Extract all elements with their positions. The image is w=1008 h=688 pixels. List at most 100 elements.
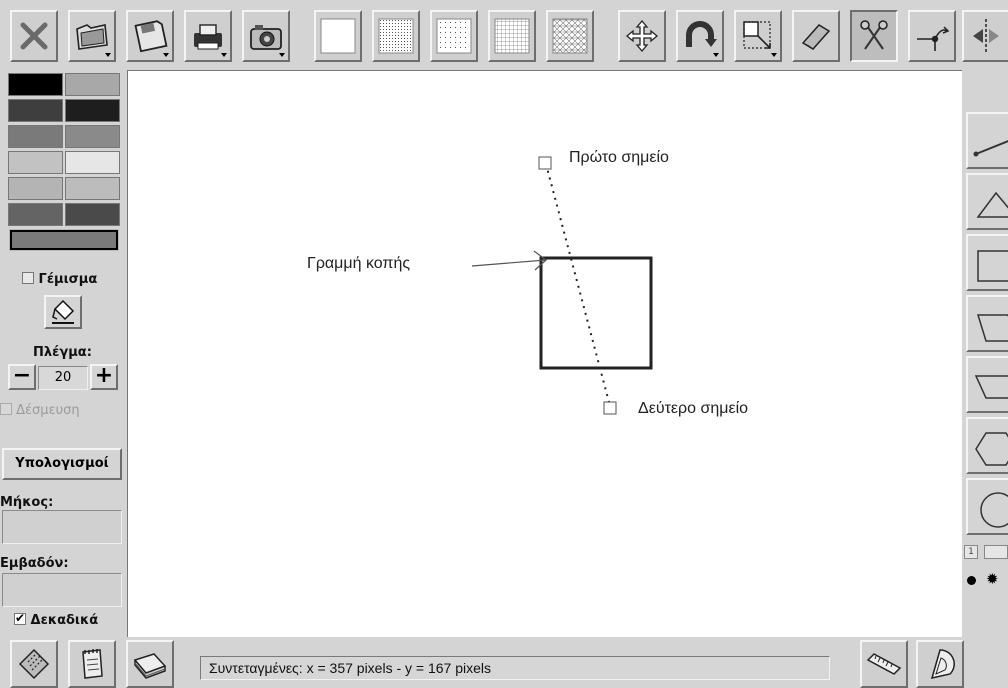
color-swatch[interactable] <box>65 203 120 226</box>
grid-label: Πλέγμα: <box>33 345 92 360</box>
trapezoid-tool[interactable] <box>966 356 1008 413</box>
close-button[interactable] <box>10 10 58 62</box>
dot-grid-sparse-icon <box>436 18 472 54</box>
move-tool-button[interactable] <box>618 10 666 62</box>
print-button[interactable] <box>184 10 232 62</box>
snap-checkbox[interactable] <box>0 403 12 415</box>
color-swatch[interactable] <box>8 151 63 174</box>
left-panel: Γέμισμα Πλέγμα: − 20 + Δέσμευση Υπολογισ… <box>0 70 124 688</box>
camera-icon <box>250 25 282 50</box>
point-tool-button[interactable] <box>908 10 956 62</box>
background-square-grid-button[interactable] <box>488 10 536 62</box>
ruler-button[interactable] <box>860 640 908 688</box>
grid-decrease-button[interactable]: − <box>8 364 36 390</box>
floppy-icon <box>134 20 168 53</box>
fill-checkbox[interactable] <box>22 272 34 284</box>
eraser-icon <box>801 24 831 50</box>
paint-bucket-icon <box>52 299 75 324</box>
square-icon <box>977 250 1008 282</box>
square-shape[interactable] <box>539 256 653 370</box>
trapezoid-icon <box>974 375 1008 399</box>
minus-icon: − <box>12 363 32 388</box>
area-output <box>2 573 122 607</box>
color-swatch[interactable] <box>8 177 63 200</box>
sun-marker-icon[interactable]: ✹ <box>986 570 999 588</box>
fill-label: Γέμισμα <box>38 272 98 287</box>
scissors-icon <box>860 20 888 50</box>
folder-icon <box>76 24 108 50</box>
printer-icon <box>194 24 222 50</box>
numbering-toggle[interactable]: 1 <box>964 545 978 559</box>
length-label: Μήκος: <box>0 495 54 510</box>
hexagon-tool[interactable] <box>966 417 1008 474</box>
triangle-tool[interactable] <box>966 173 1008 230</box>
protractor-icon <box>930 649 955 680</box>
calculator-icon <box>18 648 50 680</box>
triangle-icon <box>976 191 1008 218</box>
color-swatch[interactable] <box>8 99 63 122</box>
parallelogram-icon <box>976 314 1008 342</box>
background-dots-dense-button[interactable] <box>372 10 420 62</box>
second-point-handle[interactable] <box>603 401 617 415</box>
background-triangle-grid-button[interactable] <box>546 10 594 62</box>
color-swatch[interactable] <box>65 177 120 200</box>
grid-increase-button[interactable]: + <box>90 364 118 390</box>
dot-marker-icon[interactable] <box>967 576 976 585</box>
color-swatch[interactable] <box>8 203 63 226</box>
notes-button[interactable] <box>68 640 116 688</box>
line-segment-tool[interactable] <box>966 112 1008 169</box>
cut-line-label: Γραμμή κοπής <box>307 255 411 272</box>
decimals-label: Δεκαδικά <box>30 613 99 628</box>
angle-toggle[interactable] <box>984 545 1008 559</box>
square-tool[interactable] <box>966 234 1008 291</box>
snap-toggle[interactable]: Δέσμευση <box>0 403 80 418</box>
triangle-grid-icon <box>552 18 588 54</box>
color-swatch[interactable] <box>65 99 120 122</box>
fill-toggle[interactable]: Γέμισμα <box>22 272 97 287</box>
color-swatch[interactable] <box>8 125 63 148</box>
scissors-tool-button[interactable] <box>850 10 898 62</box>
book-button[interactable] <box>126 640 174 688</box>
reflect-tool-button[interactable] <box>962 10 1008 62</box>
rotate-icon <box>686 21 717 47</box>
bottom-bar: Συντεταγμένες: x = 357 pixels - y = 167 … <box>0 637 1008 688</box>
protractor-button[interactable] <box>916 640 964 688</box>
coordinates-status: Συντεταγμένες: x = 357 pixels - y = 167 … <box>200 656 830 680</box>
color-swatch[interactable] <box>65 73 120 96</box>
fill-bucket-button[interactable] <box>44 295 82 329</box>
first-point-handle[interactable] <box>538 156 552 170</box>
drawing-canvas[interactable]: Πρώτο σημείο Δεύτερο σημείο Γραμμή κοπής <box>127 70 962 637</box>
dot-grid-dense-icon <box>378 18 414 54</box>
square-grid-icon <box>494 18 530 54</box>
color-swatch[interactable] <box>65 151 120 174</box>
rotate-tool-button[interactable] <box>676 10 724 62</box>
decimals-checkbox[interactable] <box>14 611 26 625</box>
ruler-icon <box>866 653 902 675</box>
background-blank-button[interactable] <box>314 10 362 62</box>
blank-page-icon <box>320 18 356 54</box>
background-dots-sparse-button[interactable] <box>430 10 478 62</box>
main-toolbar <box>0 0 1008 70</box>
calculator-button[interactable] <box>10 640 58 688</box>
small-options: 1 ✹ <box>962 542 1008 598</box>
close-icon <box>20 22 48 50</box>
calculations-button[interactable]: Υπολογισμοί <box>2 448 122 480</box>
decimals-toggle[interactable]: Δεκαδικά <box>14 611 99 628</box>
book-icon <box>133 653 167 679</box>
resize-icon <box>743 21 771 49</box>
resize-tool-button[interactable] <box>734 10 782 62</box>
parallelogram-tool[interactable] <box>966 295 1008 352</box>
color-swatch[interactable] <box>65 125 120 148</box>
save-button[interactable] <box>126 10 174 62</box>
second-point-label: Δεύτερο σημείο <box>638 400 749 417</box>
reflect-icon <box>973 19 999 53</box>
pointer-arrowhead <box>533 250 547 271</box>
circle-tool[interactable] <box>966 478 1008 535</box>
eraser-tool-button[interactable] <box>792 10 840 62</box>
open-button[interactable] <box>68 10 116 62</box>
snapshot-button[interactable] <box>242 10 290 62</box>
length-output <box>2 510 122 544</box>
current-stroke-color[interactable] <box>9 229 119 251</box>
color-swatch[interactable] <box>8 73 63 96</box>
grid-size-input[interactable]: 20 <box>38 366 88 390</box>
